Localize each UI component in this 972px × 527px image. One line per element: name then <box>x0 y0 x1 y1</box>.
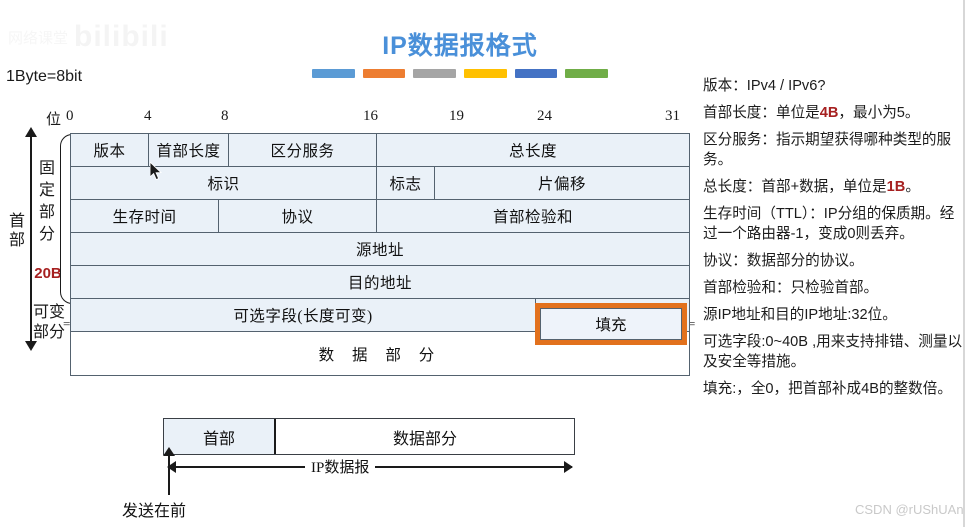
note-item-7: 首部检验和：只检验首部。 <box>703 280 879 296</box>
note-item-10: 填充:，全0，把首部补成4B的整数倍。 <box>703 381 952 397</box>
send-first-label: 发送在前 <box>122 503 187 520</box>
datagram-span-label: IP数据报 <box>305 456 376 477</box>
ip-header-field-协议[interactable]: 协议 <box>219 200 377 232</box>
notes-panel: 版本：IPv4 / IPv6? 首部长度：单位是4B，最小为5。区分服务：指示期望… <box>703 76 965 516</box>
ruler-tick-19: 19 <box>449 108 464 124</box>
mouse-cursor-icon <box>150 162 163 181</box>
ip-header-field-片偏移[interactable]: 片偏移 <box>435 167 689 199</box>
accent-bar-1 <box>312 69 355 78</box>
ip-header-field-标识[interactable]: 标识 <box>71 167 377 199</box>
label-fixed-size: 20B <box>34 265 62 282</box>
bilibili-watermark-subtext: 网络课堂 <box>8 29 69 47</box>
ip-header-row-4: 源地址 <box>71 233 689 266</box>
variable-tick-right-icon: = <box>688 316 696 331</box>
ip-header-field-版本[interactable]: 版本 <box>71 134 149 166</box>
ip-header-field-源地址[interactable]: 源地址 <box>71 233 689 265</box>
note-item-3: 区分服务：指示期望获得哪种类型的服务。 <box>703 132 952 168</box>
bilibili-watermark-text: bilibili <box>74 20 169 53</box>
ip-header-row-2: 标识标志片偏移 <box>71 167 689 200</box>
ruler-tick-24: 24 <box>537 108 552 124</box>
datagram-diagram: 首部 数据部分 <box>163 418 575 455</box>
datagram-header-box: 首部 <box>164 419 276 454</box>
header-span-arrow <box>25 127 37 351</box>
note-item-5: 生存时间（TTL）：IP分组的保质期。经过一个路由器-1，变成0则丢弃。 <box>703 206 955 242</box>
ruler-tick-4: 4 <box>144 108 152 124</box>
ip-header-field-可选字段(长度可变)[interactable]: 可选字段(长度可变) <box>71 299 536 331</box>
bilibili-watermark: 网络课堂 bilibili <box>8 14 188 60</box>
accent-bar-5 <box>514 69 558 78</box>
ip-header-row-5: 目的地址 <box>71 266 689 299</box>
note-highlight: 1B <box>886 179 906 195</box>
ip-header-field-首部长度[interactable]: 首部长度 <box>149 134 229 166</box>
panel-divider <box>963 0 965 527</box>
ip-header-field-总长度[interactable]: 总长度 <box>377 134 689 166</box>
ruler-tick-8: 8 <box>221 108 229 124</box>
ip-header-field-目的地址[interactable]: 目的地址 <box>71 266 689 298</box>
accent-bar-3 <box>413 69 457 78</box>
note-item-1: 版本：IPv4 / IPv6? <box>703 78 826 94</box>
label-fixed-part: 固定部分 <box>38 160 55 243</box>
padding-highlight-box[interactable]: 填充 <box>535 303 687 345</box>
accent-bar-4 <box>464 69 507 78</box>
note-item-8: 源IP地址和目的IP地址:32位。 <box>703 307 897 323</box>
ip-header-field-区分服务[interactable]: 区分服务 <box>229 134 377 166</box>
csdn-watermark: CSDN @rUShUAn <box>855 502 964 517</box>
ruler-tick-31: 31 <box>665 108 680 124</box>
note-item-4: 总长度：首部+数据，单位是1B。 <box>703 179 920 195</box>
label-variable-part: 可变部分 <box>32 304 65 341</box>
accent-bar-6 <box>565 69 609 78</box>
note-item-2: 首部长度：单位是4B，最小为5。 <box>703 105 920 121</box>
byte-note: 1Byte=8bit <box>6 68 83 85</box>
ip-header-field-标志[interactable]: 标志 <box>377 167 435 199</box>
ip-header-row-3: 生存时间协议首部检验和 <box>71 200 689 233</box>
note-highlight: 4B <box>819 105 839 121</box>
title-accent-bars <box>312 69 609 78</box>
label-header-part: 首部 <box>8 213 25 249</box>
send-first-pointer <box>163 447 175 495</box>
ip-header-row-1: 版本首部长度区分服务总长度 <box>71 134 689 167</box>
ip-header-field-生存时间[interactable]: 生存时间 <box>71 200 219 232</box>
page-title: IP数据报格式 <box>382 32 538 60</box>
accent-bar-2 <box>362 69 406 78</box>
ruler-tick-16: 16 <box>363 108 378 124</box>
note-item-9: 可选字段:0~40B ,用来支持排错、测量以及安全等措施。 <box>703 334 963 370</box>
ruler-unit-label: 位 <box>46 112 62 128</box>
variable-tick-left-icon: = <box>63 316 71 331</box>
ip-header-field-首部检验和[interactable]: 首部检验和 <box>377 200 689 232</box>
ruler-tick-0: 0 <box>66 108 74 124</box>
padding-cell-label: 填充 <box>540 308 682 340</box>
datagram-data-box: 数据部分 <box>392 430 457 448</box>
note-item-6: 协议：数据部分的协议。 <box>703 253 864 269</box>
